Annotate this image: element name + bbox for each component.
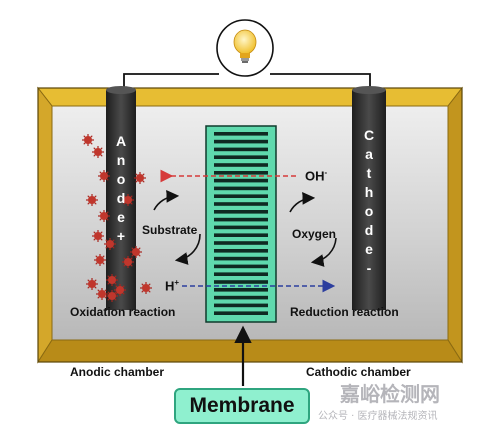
membrane-slot [214, 233, 268, 237]
cathode-letter: d [364, 222, 374, 238]
anode-letter: o [116, 171, 126, 187]
anode-letter: A [115, 133, 127, 149]
bacterium [82, 134, 94, 146]
membrane-slot [214, 311, 268, 315]
bacterium [130, 246, 142, 258]
bacterium [86, 194, 98, 206]
anode-letter: d [116, 190, 126, 206]
bacterium [94, 254, 106, 266]
membrane-slot [214, 241, 268, 245]
cathode-letter: e [365, 241, 373, 257]
watermark-account-text: 公众号 · 医疗器械法规资讯 [318, 411, 438, 422]
membrane-slot [214, 288, 268, 292]
bacterium [134, 172, 146, 184]
anode-letter: e [117, 209, 125, 225]
bacterium [92, 230, 104, 242]
membrane-slot [214, 210, 268, 214]
oxidation-reaction-label: Oxidation reaction [70, 305, 176, 319]
cathode-letter: t [366, 165, 372, 181]
membrane-slot [214, 139, 268, 144]
proton-ion-label: H+ [165, 278, 180, 294]
membrane-label: Membrane [174, 388, 310, 424]
cathode-letter: a [365, 146, 373, 162]
membrane-slot [214, 202, 268, 206]
bacterium [140, 282, 152, 294]
watermark-logo-text: 嘉峪检测网 [340, 382, 440, 406]
bacterium [86, 278, 98, 290]
membrane-slot [214, 303, 268, 308]
cathode-letter: o [364, 203, 374, 219]
oxygen-label: Oxygen [292, 227, 337, 241]
external-circuit [123, 19, 371, 92]
membrane-slot [214, 225, 268, 230]
membrane-slot [214, 217, 268, 222]
bacterium [106, 290, 118, 302]
light-bulb-icon [233, 29, 257, 63]
membrane-slot [214, 132, 268, 136]
oxygen-cycle-arrows [289, 192, 337, 267]
bacterium [98, 210, 110, 222]
bacterium [104, 238, 116, 250]
bacterium [106, 274, 118, 286]
bacterium [122, 256, 134, 268]
anodic-chamber-label: Anodic chamber [70, 365, 165, 379]
anode-electrode [106, 86, 136, 310]
membrane-slot [214, 186, 268, 191]
cathode-electrode [352, 86, 386, 310]
cathode-letter: - [366, 260, 372, 276]
membrane-slot [214, 194, 268, 198]
cathodic-chamber-label: Cathodic chamber [306, 365, 411, 379]
membrane-slot [214, 264, 268, 269]
bacterium [98, 170, 110, 182]
bacterium [114, 284, 126, 296]
cathode-letter: C [363, 127, 375, 143]
anode-letter: + [116, 228, 126, 244]
substrate-cycle-arrows [153, 190, 201, 265]
substrate-label: Substrate [142, 223, 198, 237]
membrane-slot [214, 256, 268, 261]
reduction-reaction-label: Reduction reaction [290, 305, 399, 319]
membrane-slot [214, 171, 268, 175]
bacteria-cluster-icon [82, 134, 152, 302]
bacterium [92, 146, 104, 158]
membrane-slab [205, 125, 277, 323]
bacterium [122, 194, 134, 206]
membrane-slot [214, 155, 268, 159]
membrane-slot [214, 249, 268, 253]
membrane-slot [214, 295, 268, 300]
membrane-slot [214, 280, 268, 284]
membrane-slot [214, 178, 268, 183]
hydroxide-ion-label: OH- [305, 168, 328, 184]
cathode-letter: h [364, 184, 374, 200]
membrane-slot [214, 272, 268, 276]
bacterium [96, 288, 108, 300]
membrane-slot [214, 147, 268, 152]
membrane-slot [214, 163, 268, 167]
anode-letter: n [116, 152, 126, 168]
